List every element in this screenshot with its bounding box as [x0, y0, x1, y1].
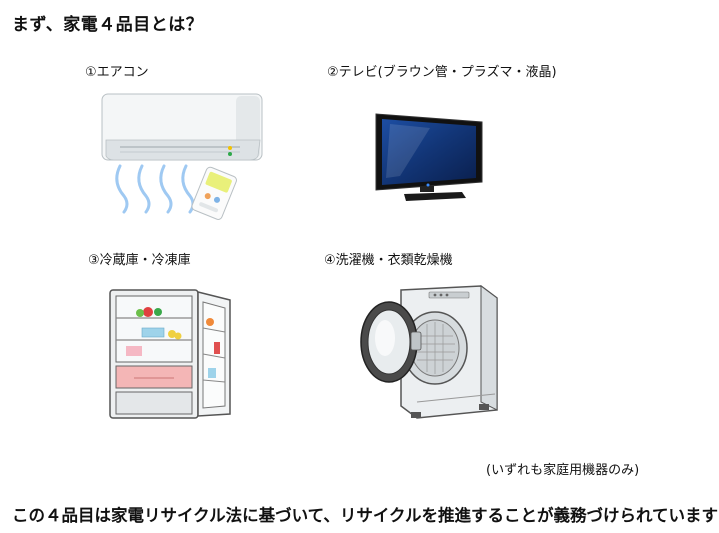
washing-machine-icon: [360, 285, 498, 419]
footer-statement: この４品目は家電リサイクル法に基づいて、リサイクルを推進することが義務づけられて…: [12, 506, 719, 525]
air-conditioner-icon: [101, 93, 263, 220]
refrigerator-icon: [109, 289, 231, 419]
item-label-television: ②テレビ(ブラウン管・プラズマ・液晶): [327, 65, 557, 80]
page-heading: まず、家電４品目とは？: [12, 15, 204, 35]
television-icon: [375, 113, 483, 201]
item-label-refrigerator: ③冷蔵庫・冷凍庫: [88, 253, 191, 268]
item-label-air-conditioner: ①エアコン: [85, 65, 149, 80]
item-label-washing-machine: ④洗濯機・衣類乾燥機: [324, 253, 453, 268]
household-note: (いずれも家庭用機器のみ): [486, 463, 640, 478]
